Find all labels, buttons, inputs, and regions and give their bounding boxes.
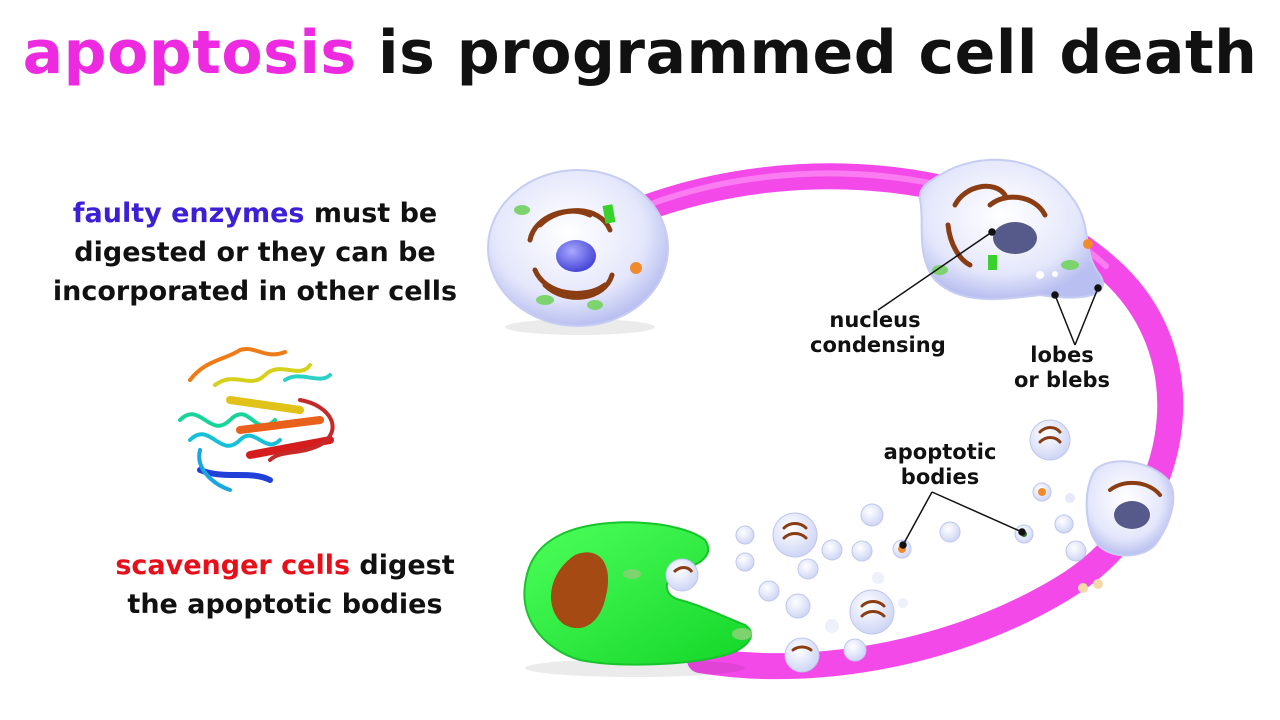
shrinking-cell-icon [1085, 460, 1175, 557]
nucleus-label-line-1: nucleus [829, 308, 921, 332]
scavenger-rest: digest [350, 550, 455, 581]
nucleus-condensing-label: nucleus condensing [810, 308, 946, 358]
scavenger-line-2: the apoptotic bodies [127, 589, 443, 620]
enzymes-line-1: faulty enzymes must be [20, 194, 490, 233]
nucleus-label-line-2: condensing [810, 333, 946, 357]
enzymes-line-2: digested or they can be [74, 237, 436, 268]
bodies-label-line-1: apoptotic [883, 440, 997, 464]
scavenger-highlight: scavenger cells [115, 550, 351, 581]
enzymes-text: faulty enzymes must be digested or they … [20, 194, 490, 311]
lobes-blebs-label: lobes or blebs [1002, 343, 1122, 393]
scavenger-text: scavenger cells digest the apoptotic bod… [60, 546, 510, 624]
page-title: apoptosis is programmed cell death [0, 18, 1280, 88]
healthy-cell-icon [487, 169, 669, 335]
lobes-label-line-2: or blebs [1013, 368, 1111, 392]
title-highlight: apoptosis [22, 18, 357, 88]
bodies-label-line-2: bodies [900, 465, 980, 489]
enzymes-rest: must be [304, 198, 438, 229]
scavenger-cell-icon [523, 521, 753, 677]
scavenger-line-1: scavenger cells digest [60, 546, 510, 585]
protein-structure-icon [178, 346, 335, 492]
enzymes-line-3: incorporated in other cells [52, 276, 458, 307]
enzymes-highlight: faulty enzymes [72, 198, 305, 229]
blebbing-cell-icon [918, 158, 1104, 301]
lobes-label-line-1: lobes [1030, 343, 1094, 367]
label-pointer-lines [877, 228, 1102, 549]
apoptotic-bodies-icon [735, 419, 1103, 673]
apoptotic-bodies-label: apoptotic bodies [870, 440, 1010, 490]
title-rest: is programmed cell death [356, 18, 1258, 88]
